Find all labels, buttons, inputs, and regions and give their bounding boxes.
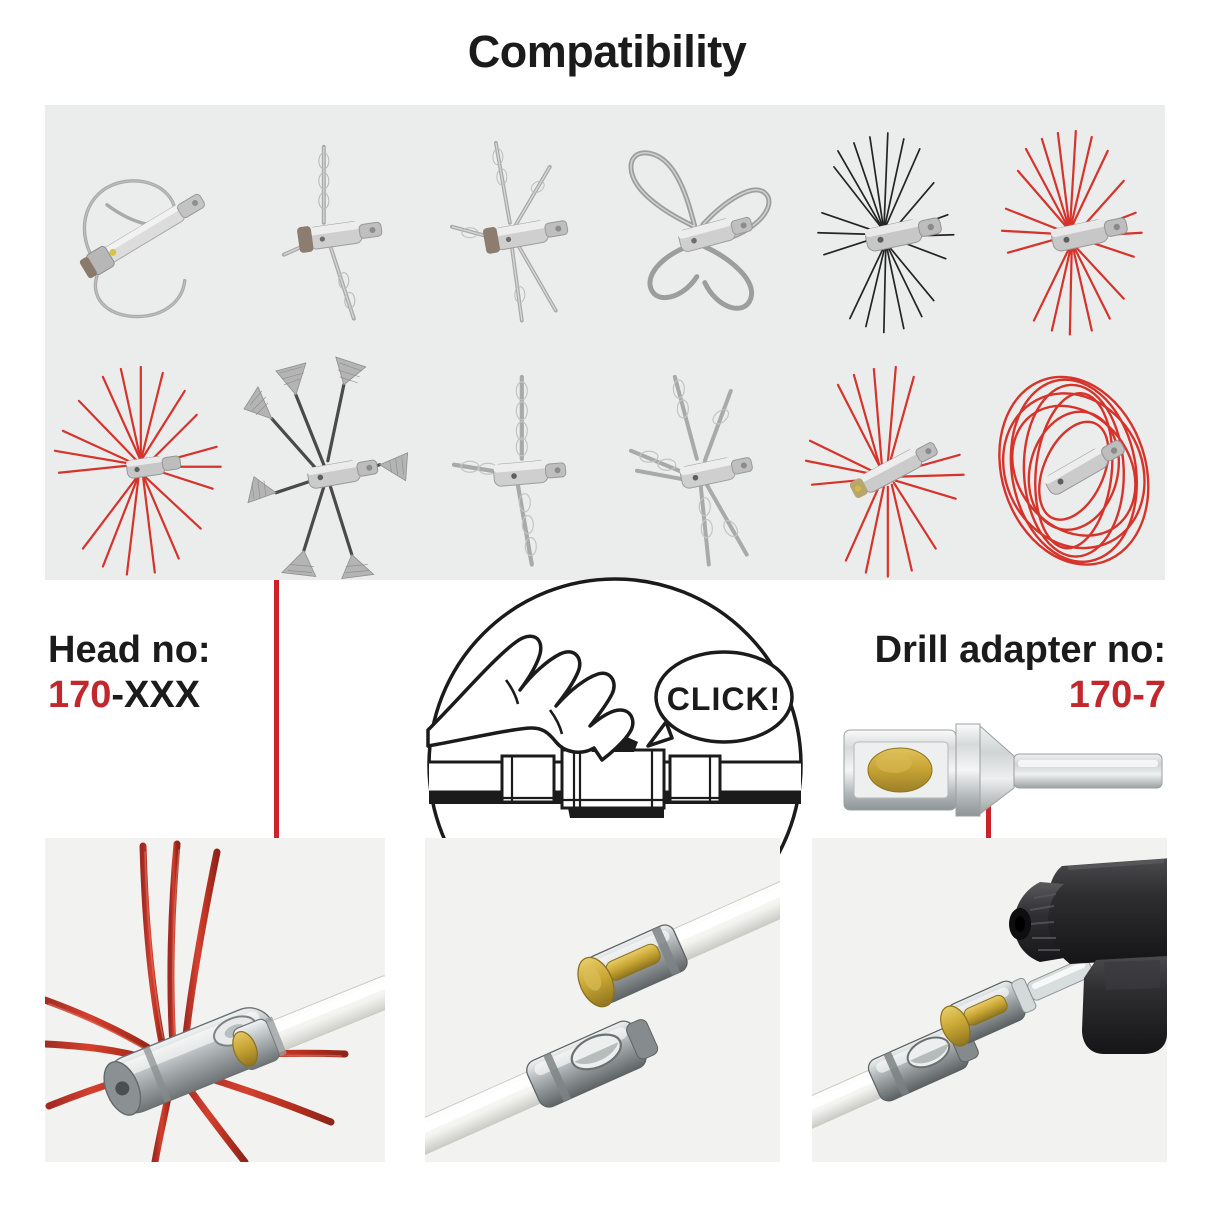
head-connector-line [274,580,279,838]
head-number-suffix: -XXX [111,673,201,716]
head-number-prefix: 170 [48,673,112,716]
compat-item-multi-chain-flail[interactable] [605,343,792,581]
compat-item-single-chain-flail[interactable] [418,343,605,581]
compat-item-wire-loop-whip[interactable] [605,105,792,343]
compat-item-red-poly-flail-head[interactable] [45,343,232,581]
compat-item-two-chain-flail[interactable] [232,105,419,343]
drill-label-title: Drill adapter no: [874,629,1166,671]
compat-item-four-chain-flail[interactable] [418,105,605,343]
rod-connection-closeup [425,838,780,1162]
head-label-title: Head no: [48,629,211,671]
click-bubble-text: CLICK! [667,681,781,717]
drill-adapter-product [838,718,1168,828]
compat-item-chain-loop-flail-with-rod[interactable] [45,105,232,343]
compat-item-black-bristle-brush[interactable] [792,105,979,343]
brush-head-closeup [45,838,385,1162]
drill-label-number: 170-7 [1068,673,1166,716]
compat-item-red-poly-whip-head[interactable] [792,343,979,581]
drill-adapter-number-label: Drill adapter no: 170-7 [746,628,1166,718]
compat-item-mesh-whip-head[interactable] [232,343,419,581]
head-number-label: Head no: 170-XXX [48,628,278,718]
compatibility-head-grid [45,105,1165,580]
compat-item-red-poly-bristle-brush[interactable] [978,105,1165,343]
drill-adapter-assembly [812,838,1167,1162]
compatibility-panel [45,105,1165,580]
page-title: Compatibility [467,26,747,77]
drill-adapter-connector-line [986,800,991,840]
head-label-number: 170-XXX [48,673,278,718]
compat-item-red-loop-hoop-whip[interactable] [978,343,1165,581]
